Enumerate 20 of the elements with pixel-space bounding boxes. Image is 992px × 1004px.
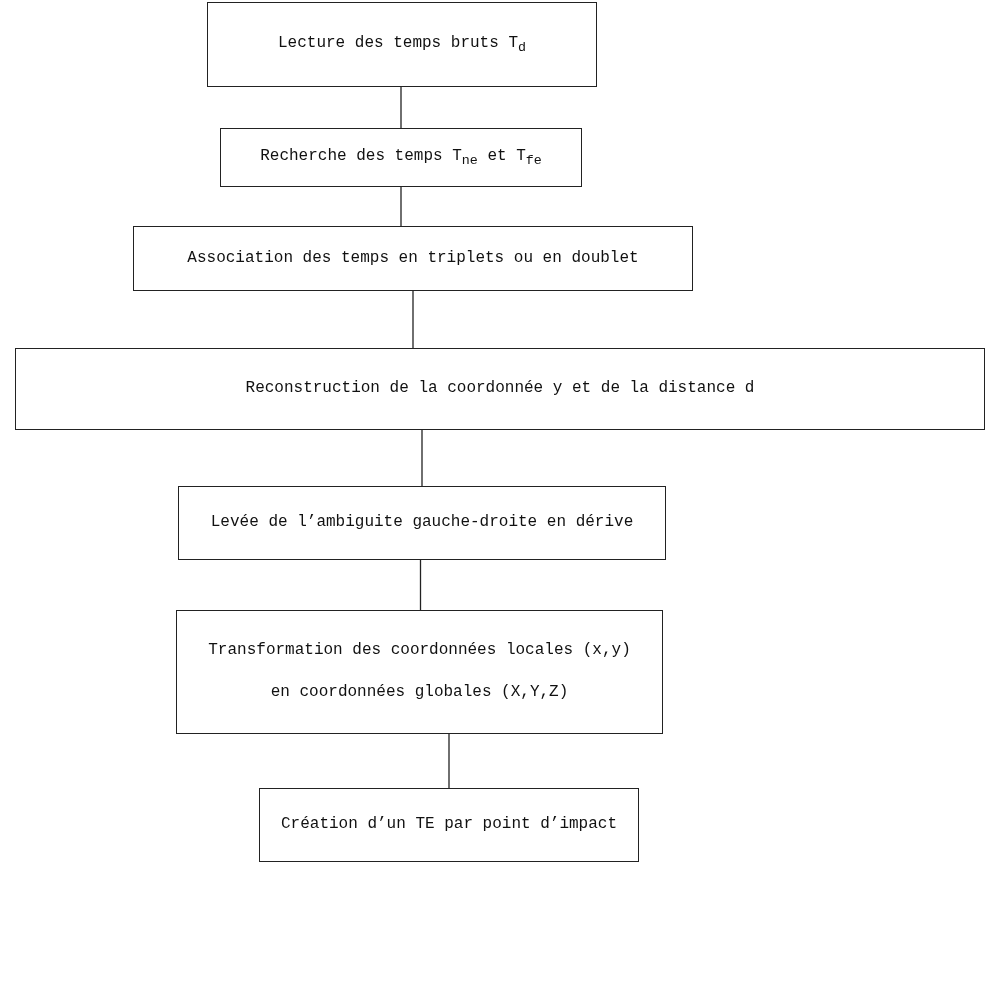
connector-line — [400, 186, 402, 227]
connector-line — [412, 290, 414, 349]
step-text: Reconstruction de la coordonnée y et de la distance d — [245, 378, 755, 400]
connector-line — [421, 429, 423, 487]
process-box — [207, 2, 597, 87]
process-box — [176, 610, 663, 734]
step-text: Création d’un TE par point d’impact — [280, 814, 618, 836]
step-text: Lecture des temps bruts T$_{d}$ — [277, 33, 526, 58]
process-box — [259, 788, 639, 862]
step-text: Recherche des temps T$_{ne}$ et T$_{fe}$ — [260, 146, 542, 171]
process-box — [220, 128, 582, 187]
process-box — [178, 486, 666, 560]
step-text: Levée de l’ambiguite gauche-droite en dérive — [210, 512, 634, 534]
process-box — [15, 348, 985, 430]
connector-line — [419, 559, 422, 611]
process-box — [133, 226, 693, 291]
step-text: Association des temps en triplets ou en doublet — [187, 247, 639, 269]
connector-line — [400, 86, 402, 129]
connector-line — [448, 733, 450, 789]
step-text: Transformation des coordonnées locales (x,y) en coordonnées globales (X,Y,Z) — [207, 640, 632, 703]
